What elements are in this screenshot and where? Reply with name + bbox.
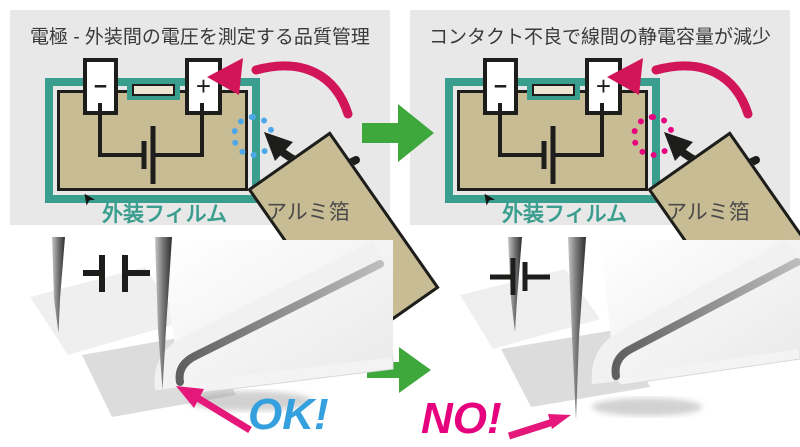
pouch-flange [154,241,383,391]
capacitor-symbol [490,258,550,295]
top-seal-foil [132,84,175,96]
terminal-plus: + [585,58,622,115]
ok-label: OK! [248,390,329,439]
probe-needle [52,237,65,333]
terminal-minus: − [483,58,518,115]
contact-point-circle [631,114,675,158]
pouch-photo-no [460,237,800,420]
panel-title: コンタクト不良で線間の静電容量が減少 [428,27,771,48]
tab-sheet [30,267,182,355]
top-seal [527,80,580,100]
flow-arrow-icon [362,104,434,162]
quality-check-panel: 電極 - 外装間の電圧を測定する品質管理 − + ➤ 外 [10,10,440,346]
foil-label: アルミ箔 [266,201,350,224]
terminal-plus-label: + [195,71,212,101]
top-seal [127,80,180,100]
film-label: 外装フィルム [502,203,628,226]
needle-shadow [592,398,702,416]
plus-probe-arrow [651,61,753,119]
film-label: 外装フィルム [102,203,228,226]
pouch-photo-ok [30,237,394,417]
pouch-seal-ridge [175,260,384,386]
no-label: NO! [421,394,502,443]
probe-needle [155,237,172,390]
panel-title: 電極 - 外装間の電圧を測定する品質管理 [30,27,370,48]
corner-shadow [188,391,312,411]
terminal-minus-label: − [93,73,108,99]
terminal-plus-label: + [595,71,612,101]
capacitor-symbol [83,255,150,292]
bad-contact-panel: コンタクト不良で線間の静電容量が減少 − + ➤ 外装フ [410,10,800,346]
probe-needle [568,237,586,420]
contact-point-circle [231,114,275,158]
pouch-seal-ridge [611,258,800,380]
top-seal-foil [532,84,575,96]
terminal-minus-label: − [493,73,508,99]
no-arrow [507,414,571,440]
terminal-plus: + [185,58,222,115]
terminal-minus: − [83,58,118,115]
tab-sheet [460,269,600,349]
pouch-flange [591,239,799,385]
flow-arrow-icon [367,347,431,393]
plus-probe-arrow [251,61,353,119]
ok-arrow [176,386,252,433]
foil-label: アルミ箔 [666,201,750,224]
